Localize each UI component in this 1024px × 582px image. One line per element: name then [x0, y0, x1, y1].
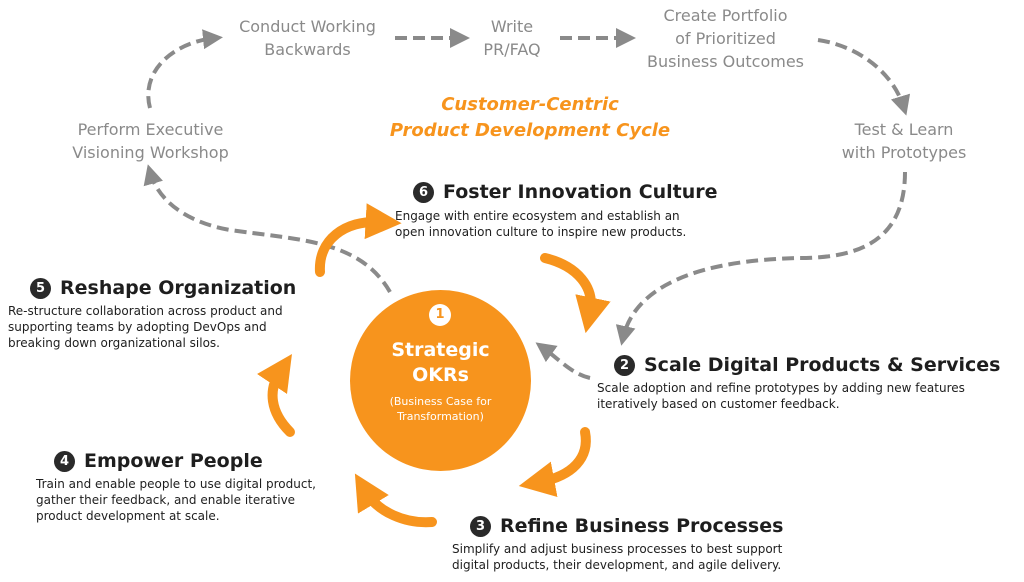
stage-description-scale-digital: Scale adoption and refine prototypes by … — [597, 381, 965, 411]
stage-title: Scale Digital Products & Services — [644, 354, 1001, 376]
cycle-title-line: Customer-Centric — [441, 94, 619, 115]
step-portfolio: Create Portfolio of Prioritized Business… — [647, 6, 804, 71]
dashed-arrow-scale-to-okrs — [535, 342, 591, 380]
stage-heading-refine-processes: 3 Refine Business Processes — [470, 515, 783, 537]
stage-heading-empower-people: 4 Empower People — [54, 450, 263, 472]
step-number-badge: 6 — [413, 181, 434, 203]
step-number-badge: 3 — [470, 515, 491, 537]
step-number-badge: 2 — [614, 354, 635, 376]
stage-description-innovation-culture: Engage with entire ecosystem and establi… — [395, 209, 687, 239]
stage-heading-innovation-culture: 6 Foster Innovation Culture — [413, 181, 718, 203]
stage-description-empower-people: Train and enable people to use digital p… — [36, 477, 316, 523]
step-visioning-workshop: Perform Executive Visioning Workshop — [72, 120, 229, 162]
strategic-okrs-circle: 1 Strategic OKRs (Business Case for Tran… — [350, 290, 531, 471]
step-prfaq: Write PR/FAQ — [483, 17, 541, 59]
stage-description-reshape-organization: Re-structure collaboration across produc… — [8, 304, 283, 350]
center-title: Strategic OKRs — [391, 339, 490, 386]
cycle-title: Customer-Centric Product Development Cyc… — [380, 92, 680, 144]
dashed-arrow-to-test-learn — [817, 38, 911, 116]
dashed-arrow-to-scale — [615, 171, 907, 346]
step-number-badge: 5 — [30, 277, 51, 299]
step-test-learn: Test & Learn with Prototypes — [841, 120, 967, 162]
stage-title: Refine Business Processes — [500, 515, 784, 537]
orange-arrow-culture-to-scale — [540, 253, 611, 334]
step-number-badge: 1 — [429, 304, 451, 326]
stage-title: Reshape Organization — [60, 277, 297, 299]
cycle-title-line: Product Development Cycle — [389, 120, 671, 141]
step-working-backwards: Conduct Working Backwards — [239, 17, 376, 59]
dashed-arrow-to-working-backwards — [146, 29, 223, 109]
stage-description-refine-processes: Simplify and adjust business processes t… — [452, 542, 783, 572]
stage-heading-scale-digital: 2 Scale Digital Products & Services — [614, 354, 1000, 376]
orange-arrow-people-to-organization — [257, 354, 295, 437]
orange-arrow-organization-to-culture — [314, 203, 402, 277]
stage-title: Foster Innovation Culture — [443, 181, 718, 203]
step-number-badge: 4 — [54, 450, 75, 472]
orange-arrow-processes-to-people — [354, 473, 437, 528]
stage-title: Empower People — [84, 450, 263, 472]
orange-arrow-scale-to-processes — [518, 427, 591, 498]
stage-heading-reshape-organization: 5 Reshape Organization — [30, 277, 296, 299]
center-subtitle: (Business Case for Transformation) — [389, 395, 492, 423]
dashed-arrow-okrs-to-visioning — [143, 164, 392, 294]
